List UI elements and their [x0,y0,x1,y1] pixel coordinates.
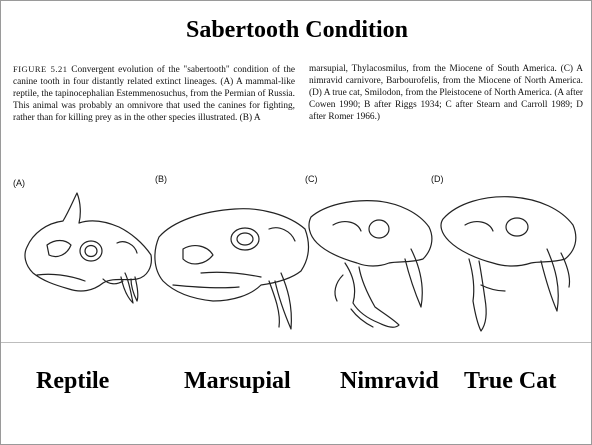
figure-number: FIGURE 5.21 [13,64,68,74]
slide-title: Sabertooth Condition [1,17,592,44]
label-reptile: Reptile [36,368,109,395]
label-nimravid: Nimravid [340,368,439,395]
nimravid-skull-drawing [309,201,432,328]
marsupial-skull-drawing [155,209,309,329]
panel-label-a: (A) [13,178,25,188]
reptile-skull-drawing [25,193,151,303]
panel-label-b: (B) [155,174,167,184]
divider [1,342,591,343]
panel-label-c: (C) [305,174,318,184]
figure-caption-right: marsupial, Thylacosmilus, from the Mioce… [309,63,583,123]
label-marsupial: Marsupial [184,368,291,395]
textbook-figure: FIGURE 5.21 Convergent evolution of the … [7,57,587,333]
true-cat-skull-drawing [441,197,576,331]
figure-caption-left: FIGURE 5.21 Convergent evolution of the … [13,63,295,124]
skull-illustrations [7,189,587,335]
panel-label-d: (D) [431,174,444,184]
label-true-cat: True Cat [464,368,556,395]
